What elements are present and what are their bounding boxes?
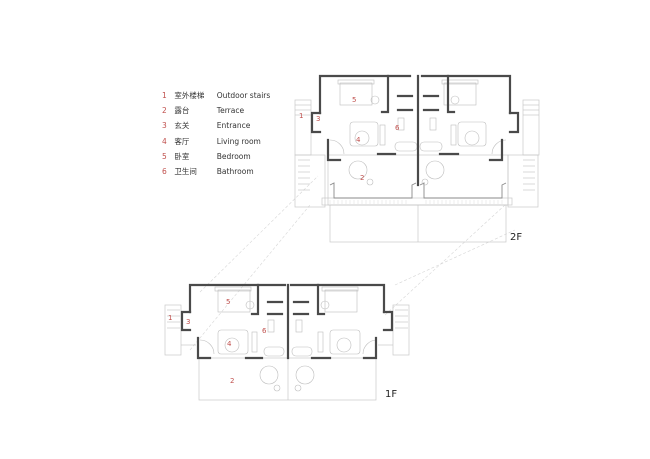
plan-1f: 1 3 5 4 6 2 <box>164 283 410 401</box>
tag-living-room: 4 <box>356 136 361 144</box>
tag-bathroom: 6 <box>262 327 267 335</box>
tag-bedroom: 5 <box>352 96 356 104</box>
tag-bathroom: 6 <box>395 124 400 132</box>
legend-number: 1 <box>162 91 167 100</box>
legend-number: 5 <box>162 151 167 161</box>
legend-english-label: Outdoor stairs <box>216 91 271 100</box>
legend-item-living-room: 4 客厅 Living room <box>162 134 270 149</box>
plan-2f: 1 3 5 4 6 2 <box>294 74 540 243</box>
legend-chinese-label: 卫生间 <box>174 166 197 176</box>
floor-label-2f: 2F <box>510 232 523 243</box>
legend-english-label: Terrace <box>216 106 245 116</box>
legend-chinese-label: 卧室 <box>174 151 190 161</box>
legend-chinese-label: 客厅 <box>174 136 190 146</box>
legend-item-terrace: 2 露台 Terrace <box>162 103 270 118</box>
legend-item-entrance: 3 玄关 Entrance <box>162 118 270 133</box>
projection-lines <box>189 175 516 351</box>
legend-english-label: Living room <box>216 136 261 146</box>
tag-living-room: 4 <box>227 340 232 348</box>
floor-label-1f: 1F <box>385 389 398 400</box>
legend-item-bathroom: 6 卫生间 Bathroom <box>162 164 270 179</box>
legend-number: 4 <box>162 136 167 146</box>
legend-chinese-label: 露台 <box>174 106 190 116</box>
legend-item-bedroom: 5 卧室 Bedroom <box>162 149 270 164</box>
tag-outdoor-stairs: 1 <box>168 314 172 322</box>
tag-entrance: 3 <box>316 115 320 123</box>
legend-number: 6 <box>162 166 167 176</box>
tag-terrace: 2 <box>360 174 364 182</box>
tag-entrance: 3 <box>186 318 190 326</box>
legend: 1 室外楼梯 Outdoor stairs 2 露台 Terrace 3 玄关 … <box>162 88 270 179</box>
legend-english-label: Entrance <box>216 121 251 131</box>
tag-terrace: 2 <box>230 377 234 385</box>
tag-outdoor-stairs: 1 <box>299 112 303 120</box>
legend-english-label: Bathroom <box>216 166 254 176</box>
tag-bedroom: 5 <box>226 298 230 306</box>
legend-english-label: Bedroom <box>216 151 251 161</box>
legend-number: 2 <box>162 106 167 116</box>
legend-item-outdoor-stairs: 1 室外楼梯 Outdoor stairs <box>162 88 270 103</box>
legend-chinese-label: 室外楼梯 <box>174 91 205 100</box>
legend-number: 3 <box>162 121 167 131</box>
legend-chinese-label: 玄关 <box>174 121 190 131</box>
